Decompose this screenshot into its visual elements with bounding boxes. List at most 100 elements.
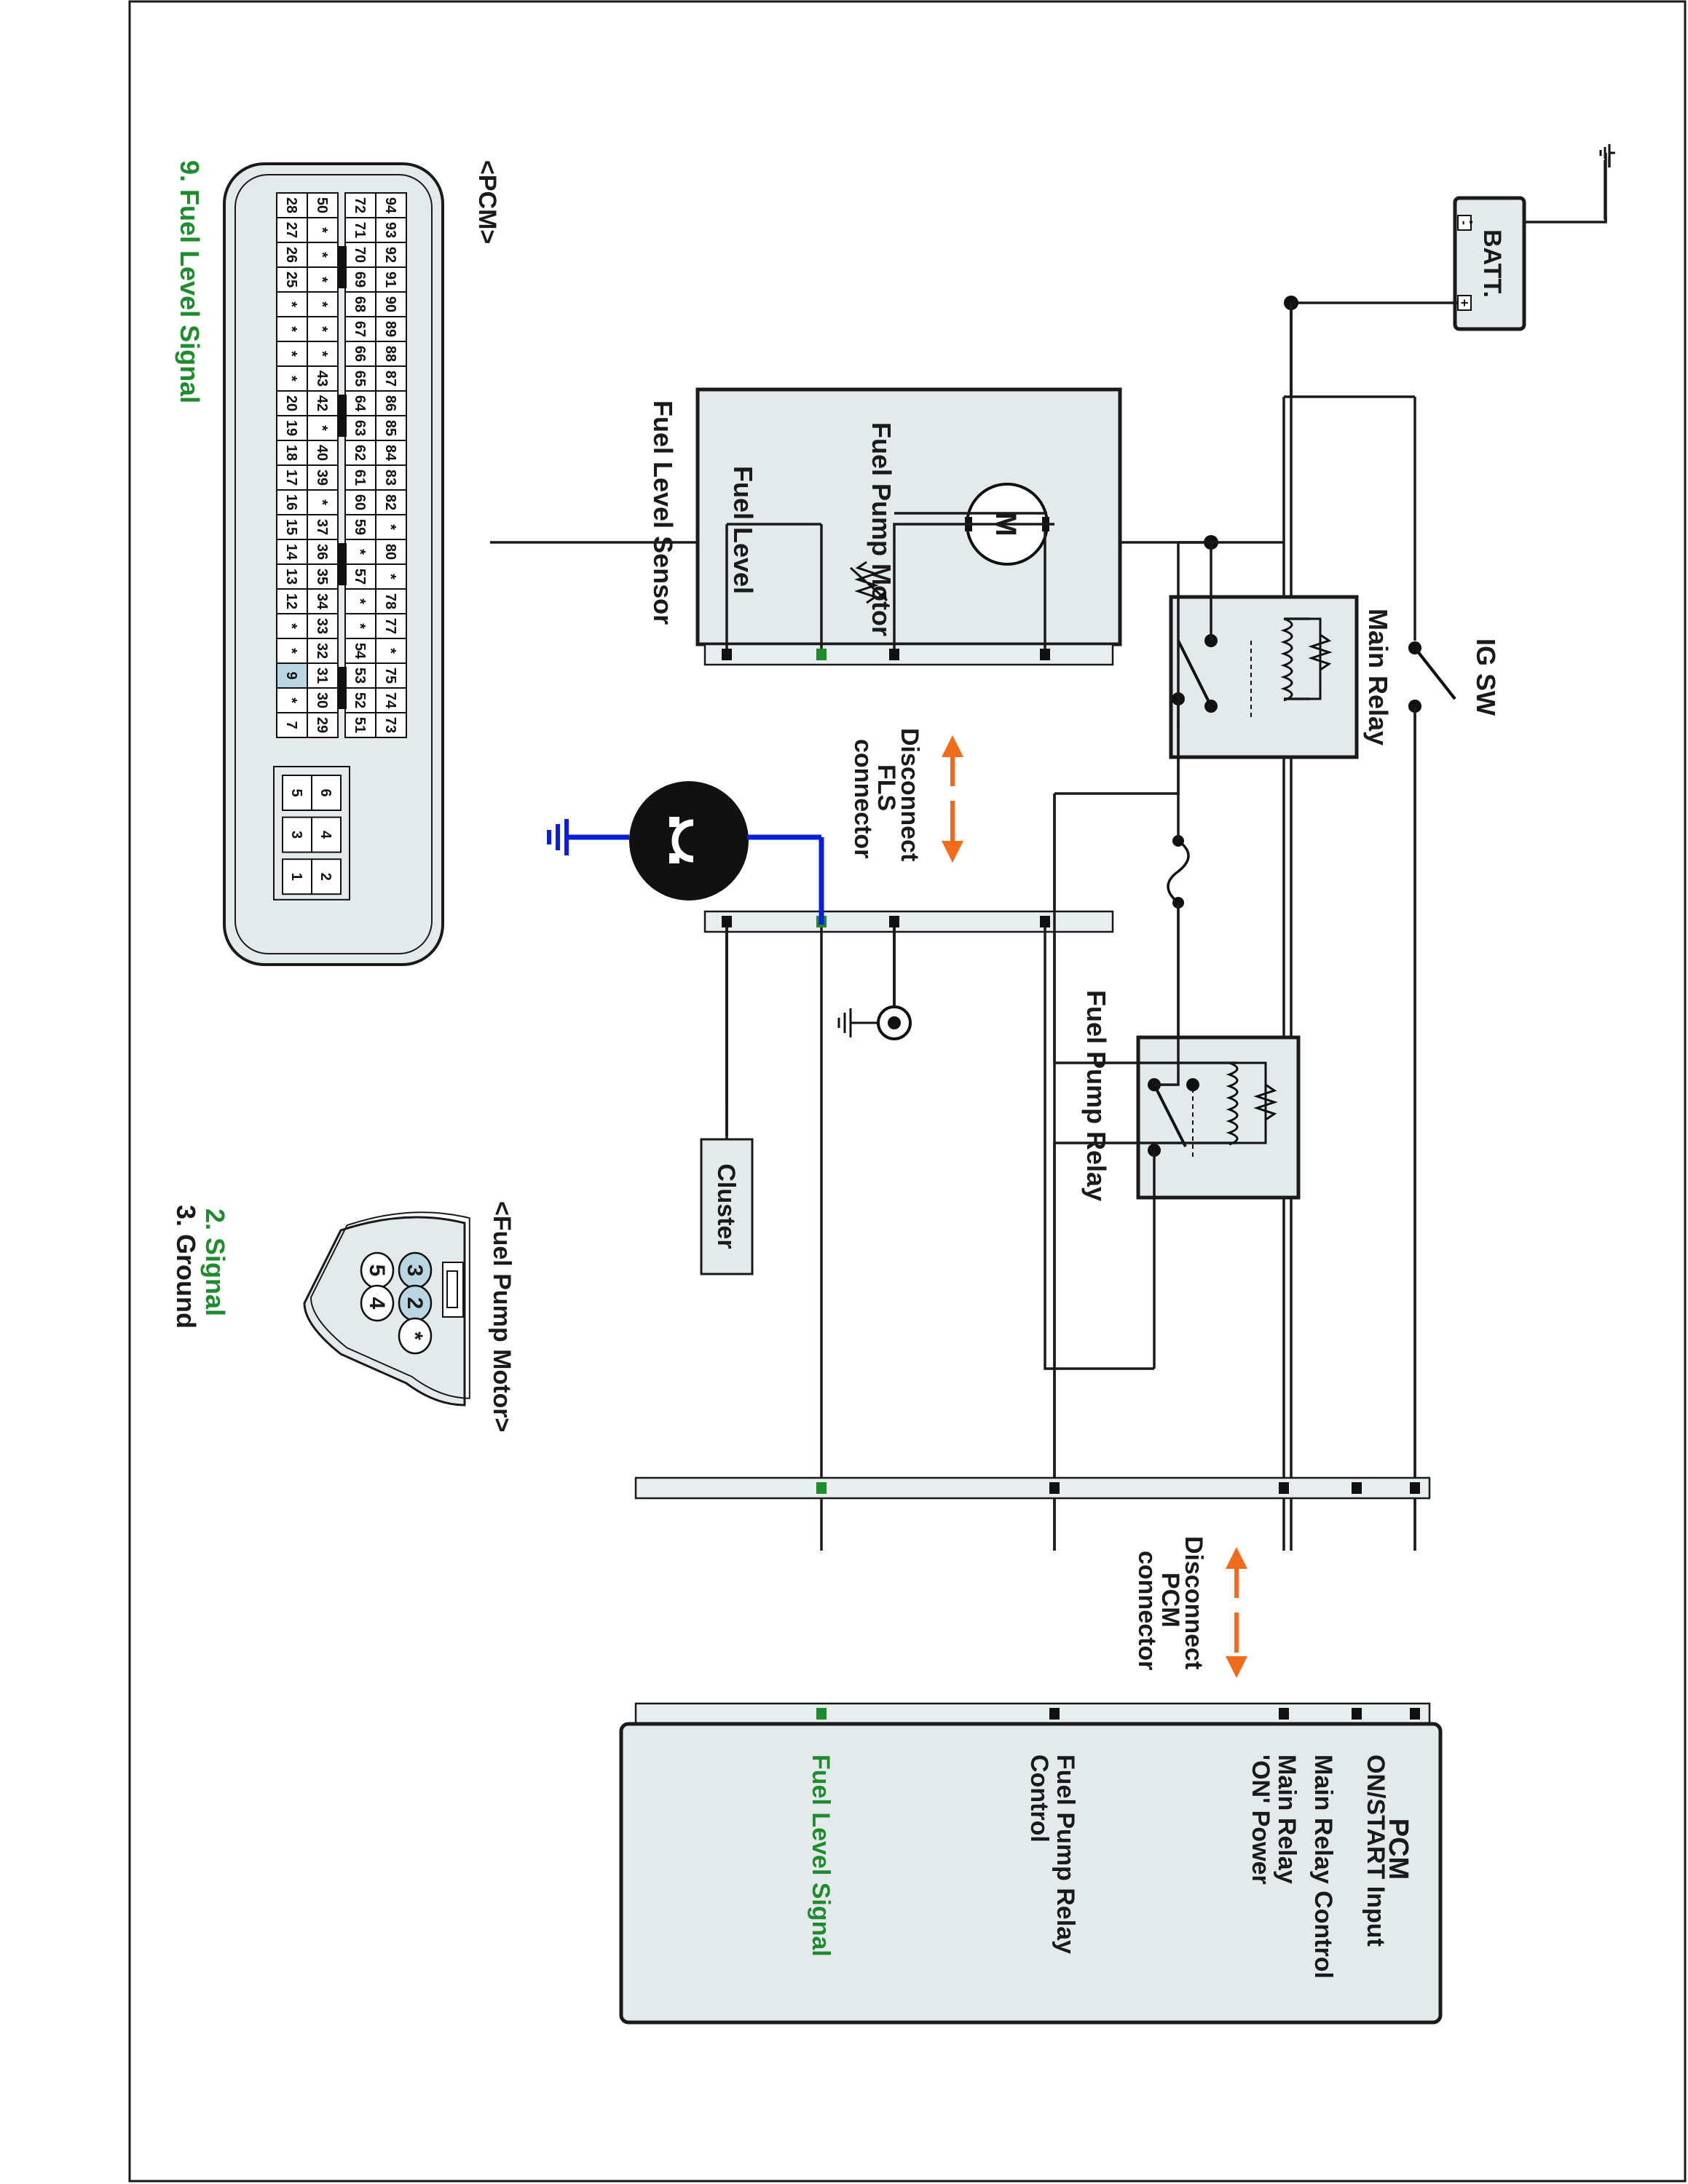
ig-sw-label: IG SW (1471, 638, 1501, 716)
disconnect-pcm-line2: PCM (1156, 1572, 1184, 1628)
pcm-pin-label: 29 (314, 717, 330, 733)
pcm-pin-label: 33 (314, 618, 330, 634)
pcm-pin-label: 69 (352, 272, 368, 288)
pcm-pin-label: 65 (352, 371, 368, 387)
pcm-pin-label: 62 (352, 445, 368, 461)
ground-icon (837, 1005, 912, 1040)
fuel-pump-relay: Fuel Pump Relay (1081, 990, 1301, 1201)
pcm-key-bar (338, 543, 347, 585)
pcm-pin-label: 85 (382, 420, 398, 436)
pcm-pin-label: 73 (382, 717, 398, 733)
fpm-pin-label: 4 (365, 1297, 389, 1310)
pcm-side-pin-label: 4 (318, 831, 334, 839)
main-relay-label: Main Relay (1363, 609, 1393, 745)
battery-plus-label: + (1457, 299, 1472, 307)
fuel-level-label: Fuel Level (728, 466, 758, 594)
pcm-pin-label: 80 (382, 544, 398, 560)
pcm-pin-label: 37 (314, 519, 330, 535)
pcm-side-pin-cell (282, 816, 312, 853)
pcm-pin-label: * (352, 598, 368, 604)
pcm-pin-label: * (352, 549, 368, 555)
pcm-pin-label: 83 (382, 470, 398, 486)
fpm-connector-title: <Fuel Pump Motor> (488, 1201, 516, 1432)
pcm-side-pin-label: 1 (288, 873, 304, 881)
pcm-pin-cell (276, 712, 308, 738)
pcm-pin-label: 63 (352, 420, 368, 436)
pcm-pin-label: 14 (283, 544, 299, 561)
pcm-pin-label: * (283, 326, 299, 332)
pcm-pin-label: 17 (283, 470, 299, 486)
ground-icon (1599, 144, 1615, 162)
battery-icon: - + BATT. (1453, 196, 1526, 331)
pcm-pin-label: 34 (314, 593, 330, 610)
pcm-label: PCM (1383, 1819, 1413, 1880)
pcm-pin-label: 16 (283, 494, 299, 510)
pcm-pin-label: 53 (352, 668, 368, 684)
fpm-connector-view: <Fuel Pump Motor> 32*54 2. Signal 3. Gro… (171, 1201, 516, 1432)
disconnect-fls-line3: connector (849, 739, 877, 858)
pcm-pin-label: 68 (352, 296, 368, 312)
pcm-pin-main-relay-control: Main Relay Control (1309, 1754, 1337, 1979)
battery-label: BATT. (1478, 229, 1506, 298)
fpm-pins: 32*54 (360, 1251, 433, 1355)
fuel-level-sensor-label: Fuel Level Sensor (648, 400, 678, 625)
ig-switch-icon: IG SW (1408, 638, 1501, 716)
pcm-pin-label: * (283, 351, 299, 357)
fpm-pin (398, 1317, 433, 1355)
pcm-pin-label: 74 (382, 692, 398, 709)
pcm-pin-label: 12 (283, 593, 299, 609)
pcm-pin-label: * (314, 425, 330, 431)
pcm-pin-fuel-pump-relay-control: Fuel Pump Relay (1052, 1754, 1079, 1954)
pcm-pin-label: 36 (314, 544, 330, 560)
pcm-pin-label: 82 (382, 494, 398, 510)
fpm-legend-ground: 3. Ground (171, 1205, 201, 1329)
pcm-pin-label: 19 (283, 420, 299, 436)
pcm-pin-label: 75 (382, 668, 398, 684)
pcm-pin-label: 66 (352, 346, 368, 362)
pcm-pin-main-relay-on-power-2: 'ON' Power (1247, 1754, 1274, 1885)
fuel-pump-motor-label: Fuel Pump Motor (867, 422, 896, 636)
pcm-side-pin-cell (282, 858, 312, 895)
fuse-icon (1167, 835, 1190, 909)
pcm-pin-label: 31 (314, 668, 330, 684)
pcm-pin-label: * (283, 697, 299, 703)
cluster-label: Cluster (712, 1163, 740, 1249)
pcm-pin-label: 89 (382, 321, 398, 337)
variable-resistor-icon (849, 561, 888, 604)
pcm-pin-label: 88 (382, 346, 398, 362)
pcm-pin-main-relay-on-power: Main Relay (1273, 1754, 1301, 1884)
disconnect-pcm-line3: connector (1133, 1551, 1161, 1670)
pcm-pin-label: 72 (352, 197, 368, 213)
schematic: - + BATT. IG SW (490, 144, 1615, 2025)
pcm-pin-label: 27 (283, 222, 299, 238)
pcm-pin-label: 42 (314, 395, 330, 411)
pcm-pin-label: 43 (314, 371, 330, 387)
pcm-connector-caption: 9. Fuel Level Signal (175, 160, 205, 403)
pcm-pin-label: * (283, 301, 299, 307)
pcm-pin-label: * (314, 499, 330, 505)
pcm-pin-label: 40 (314, 445, 330, 461)
pcm-pin-label: 87 (382, 371, 398, 387)
pcm-pin-label: 32 (314, 643, 330, 659)
pcm-pin-label: 71 (352, 222, 368, 238)
pcm-pin-grid: 94939291908988878685848382*80*7877*75747… (276, 192, 407, 738)
pcm-pin-label: * (314, 227, 330, 233)
pcm-pin-label: 91 (382, 272, 398, 288)
pcm-pin-fuel-level-signal: Fuel Level Signal (807, 1754, 835, 1957)
pcm-pin-label: * (382, 648, 398, 654)
pcm-pin-fuel-pump-relay-control-2: Control (1025, 1754, 1053, 1843)
pcm-side-frame (273, 766, 350, 901)
pcm-side-pin-label: 6 (318, 788, 334, 796)
pcm-pin-label: 57 (352, 569, 368, 585)
pcm-connector-title: <PCM> (473, 160, 501, 244)
pcm-pin-label: 35 (314, 569, 330, 585)
disconnect-fls-line1: Disconnect (896, 728, 923, 861)
pcm-pin-label: 84 (382, 445, 398, 462)
pcm-pin-label: * (382, 524, 398, 530)
main-relay: Main Relay (1169, 595, 1393, 759)
fpm-pin-label: * (403, 1332, 427, 1340)
pcm-pin-label: 60 (352, 494, 368, 510)
pcm-pin-label: 50 (314, 197, 330, 213)
pcm-pin-label: 13 (283, 569, 299, 585)
fls-connector (703, 910, 1114, 933)
